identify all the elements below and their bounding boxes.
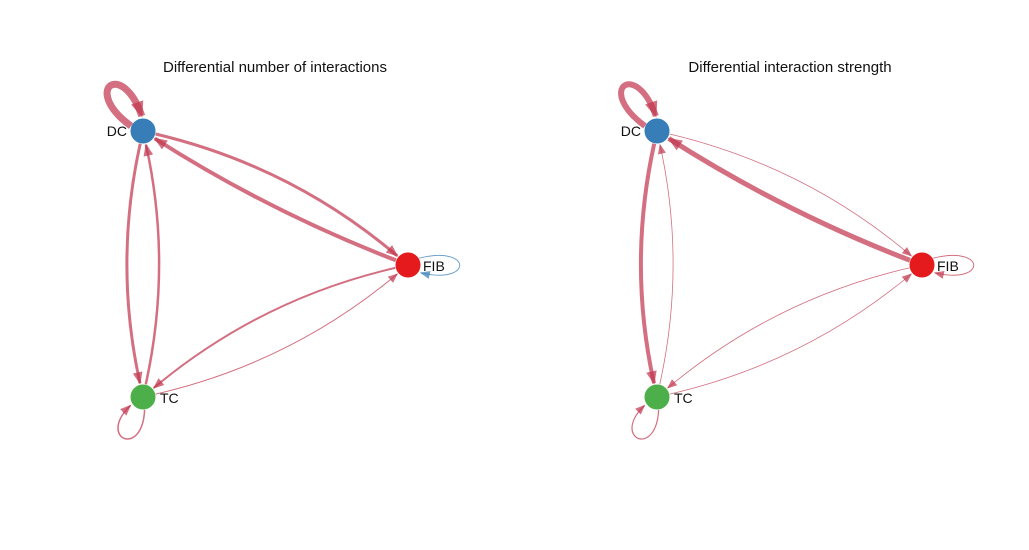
label-layer: DC FIB TC: [621, 123, 959, 406]
edge-FIB-to-TC: [666, 267, 910, 389]
panel-title: Differential interaction strength: [688, 59, 891, 76]
node-label-TC: TC: [674, 390, 693, 406]
self-loop-FIB: [418, 254, 461, 279]
label-layer: DC FIB TC: [107, 123, 445, 406]
node-layer: [644, 118, 935, 410]
panel-differential-number-of-interactions: Differential number of interactions DC FI…: [103, 59, 461, 440]
node-label-FIB: FIB: [937, 258, 959, 274]
self-loop-DC: [103, 80, 146, 129]
panel-title: Differential number of interactions: [163, 59, 387, 76]
edge-layer: [103, 80, 461, 440]
node-label-DC: DC: [107, 123, 127, 139]
edge-FIB-to-DC: [153, 136, 397, 263]
edge-TC-to-DC: [143, 143, 161, 385]
edge-DC-to-TC: [638, 143, 657, 385]
edge-TC-to-FIB: [669, 273, 913, 395]
edge-DC-to-FIB: [669, 133, 913, 257]
edge-FIB-to-DC: [667, 136, 911, 263]
node-TC: [644, 384, 670, 410]
edge-FIB-to-TC: [152, 266, 396, 389]
self-loop-FIB: [932, 254, 975, 279]
edge-DC-to-TC: [125, 143, 143, 385]
node-FIB: [909, 252, 935, 278]
self-loop-TC: [117, 404, 146, 440]
node-DC: [130, 118, 156, 144]
node-layer: [130, 118, 421, 410]
edge-DC-to-FIB: [155, 132, 399, 258]
edge-layer: [618, 81, 975, 440]
self-loop-DC: [618, 81, 659, 129]
node-DC: [644, 118, 670, 144]
panel-differential-interaction-strength: Differential interaction strength DC FIB T…: [618, 59, 975, 440]
self-loop-TC: [631, 404, 660, 440]
node-TC: [130, 384, 156, 410]
edge-TC-to-FIB: [155, 273, 399, 395]
node-FIB: [395, 252, 421, 278]
edge-TC-to-DC: [658, 143, 674, 385]
node-label-FIB: FIB: [423, 258, 445, 274]
node-label-DC: DC: [621, 123, 641, 139]
node-label-TC: TC: [160, 390, 179, 406]
